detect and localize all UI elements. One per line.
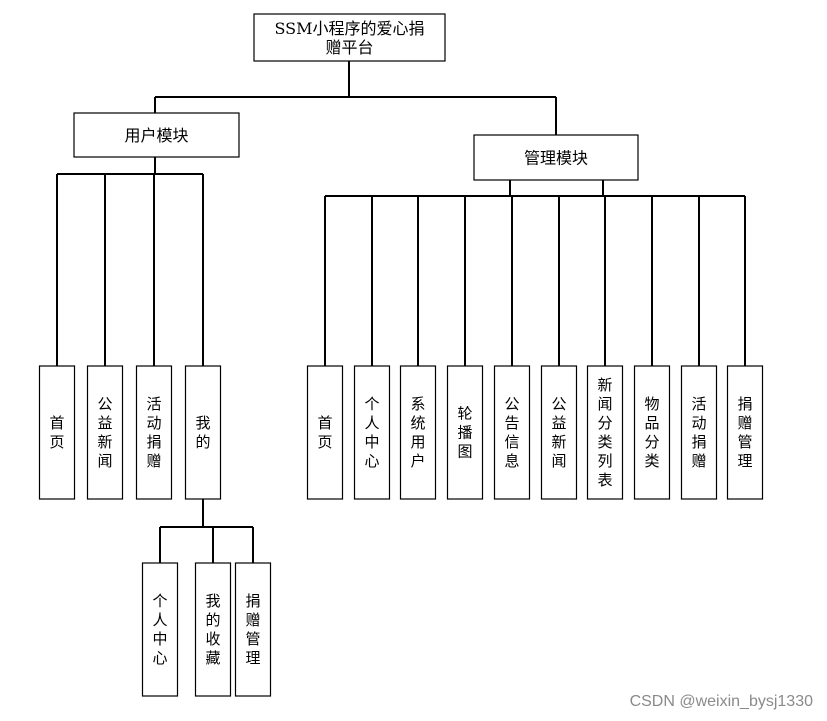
user-item-2-label: 活动捐赠 — [146, 395, 161, 470]
admin-item-6-frame — [586, 365, 624, 500]
admin-item-0-label: 首页 — [317, 414, 332, 451]
user-item-0-frame — [38, 365, 76, 500]
admin-item-8-frame — [680, 365, 718, 500]
user-module-node-frame — [73, 112, 240, 158]
admin-item-0-frame — [306, 365, 344, 500]
my-item-1-label: 我的收藏 — [205, 592, 220, 667]
admin-item-8: 活动捐赠 — [680, 365, 718, 500]
admin-item-4-label: 公告信息 — [504, 395, 519, 470]
root-node-frame — [253, 13, 446, 62]
admin-item-2-label: 系统用户 — [410, 395, 425, 470]
user-item-2-frame — [135, 365, 173, 500]
my-item-2-label: 捐赠管理 — [245, 592, 260, 667]
admin-item-7: 物品分类 — [633, 365, 671, 500]
admin-item-1-frame — [353, 365, 391, 500]
my-item-0-frame — [141, 562, 179, 697]
user-module-node-label: 用户模块 — [124, 126, 188, 145]
admin-item-1: 个人中心 — [353, 365, 391, 500]
my-item-0-label: 个人中心 — [152, 592, 167, 667]
root-node-label: 赠平台 — [325, 38, 373, 57]
admin-item-0: 首页 — [306, 365, 344, 500]
my-item-2-frame — [234, 562, 272, 697]
admin-item-2: 系统用户 — [399, 365, 437, 500]
admin-item-1-label: 个人中心 — [364, 395, 379, 470]
user-item-3: 我的 — [184, 365, 222, 500]
admin-module-node: 管理模块 — [473, 134, 639, 181]
admin-item-8-label: 活动捐赠 — [691, 395, 706, 470]
admin-module-node-label: 管理模块 — [524, 149, 588, 168]
admin-item-4: 公告信息 — [493, 365, 531, 500]
admin-module-node-frame — [473, 134, 639, 181]
admin-item-5-frame — [540, 365, 578, 500]
user-item-0: 首页 — [38, 365, 76, 500]
admin-item-7-label: 物品分类 — [644, 395, 659, 470]
user-item-1-label: 公益新闻 — [97, 395, 112, 470]
user-item-2: 活动捐赠 — [135, 365, 173, 500]
user-item-1: 公益新闻 — [86, 365, 124, 500]
admin-item-9-frame — [726, 365, 764, 500]
admin-item-7-frame — [633, 365, 671, 500]
my-item-1-frame — [194, 562, 232, 697]
admin-item-9: 捐赠管理 — [726, 365, 764, 500]
admin-item-3-frame — [446, 365, 484, 500]
watermark: CSDN @weixin_bysj1330 — [629, 693, 813, 710]
user-item-1-frame — [86, 365, 124, 500]
user-item-0-label: 首页 — [49, 414, 64, 451]
admin-item-3-label: 轮播图 — [457, 405, 472, 461]
user-module-node: 用户模块 — [73, 112, 240, 158]
my-item-1: 我的收藏 — [194, 562, 232, 697]
admin-item-3: 轮播图 — [446, 365, 484, 500]
connector-lines — [56, 61, 746, 563]
my-item-2: 捐赠管理 — [234, 562, 272, 697]
admin-item-6: 新闻分类列表 — [586, 365, 624, 500]
user-item-3-frame — [184, 365, 222, 500]
admin-item-9-label: 捐赠管理 — [737, 395, 752, 470]
user-item-3-label: 我的 — [195, 414, 210, 451]
admin-item-5: 公益新闻 — [540, 365, 578, 500]
admin-item-5-label: 公益新闻 — [551, 395, 566, 470]
root-node-label: SSM小程序的爱心捐 — [274, 19, 424, 38]
admin-item-2-frame — [399, 365, 437, 500]
diagram-nodes: SSM小程序的爱心捐赠平台用户模块管理模块首页公益新闻活动捐赠我的首页个人中心系… — [38, 13, 764, 697]
admin-item-4-frame — [493, 365, 531, 500]
admin-item-6-label: 新闻分类列表 — [597, 376, 612, 489]
my-item-0: 个人中心 — [141, 562, 179, 697]
